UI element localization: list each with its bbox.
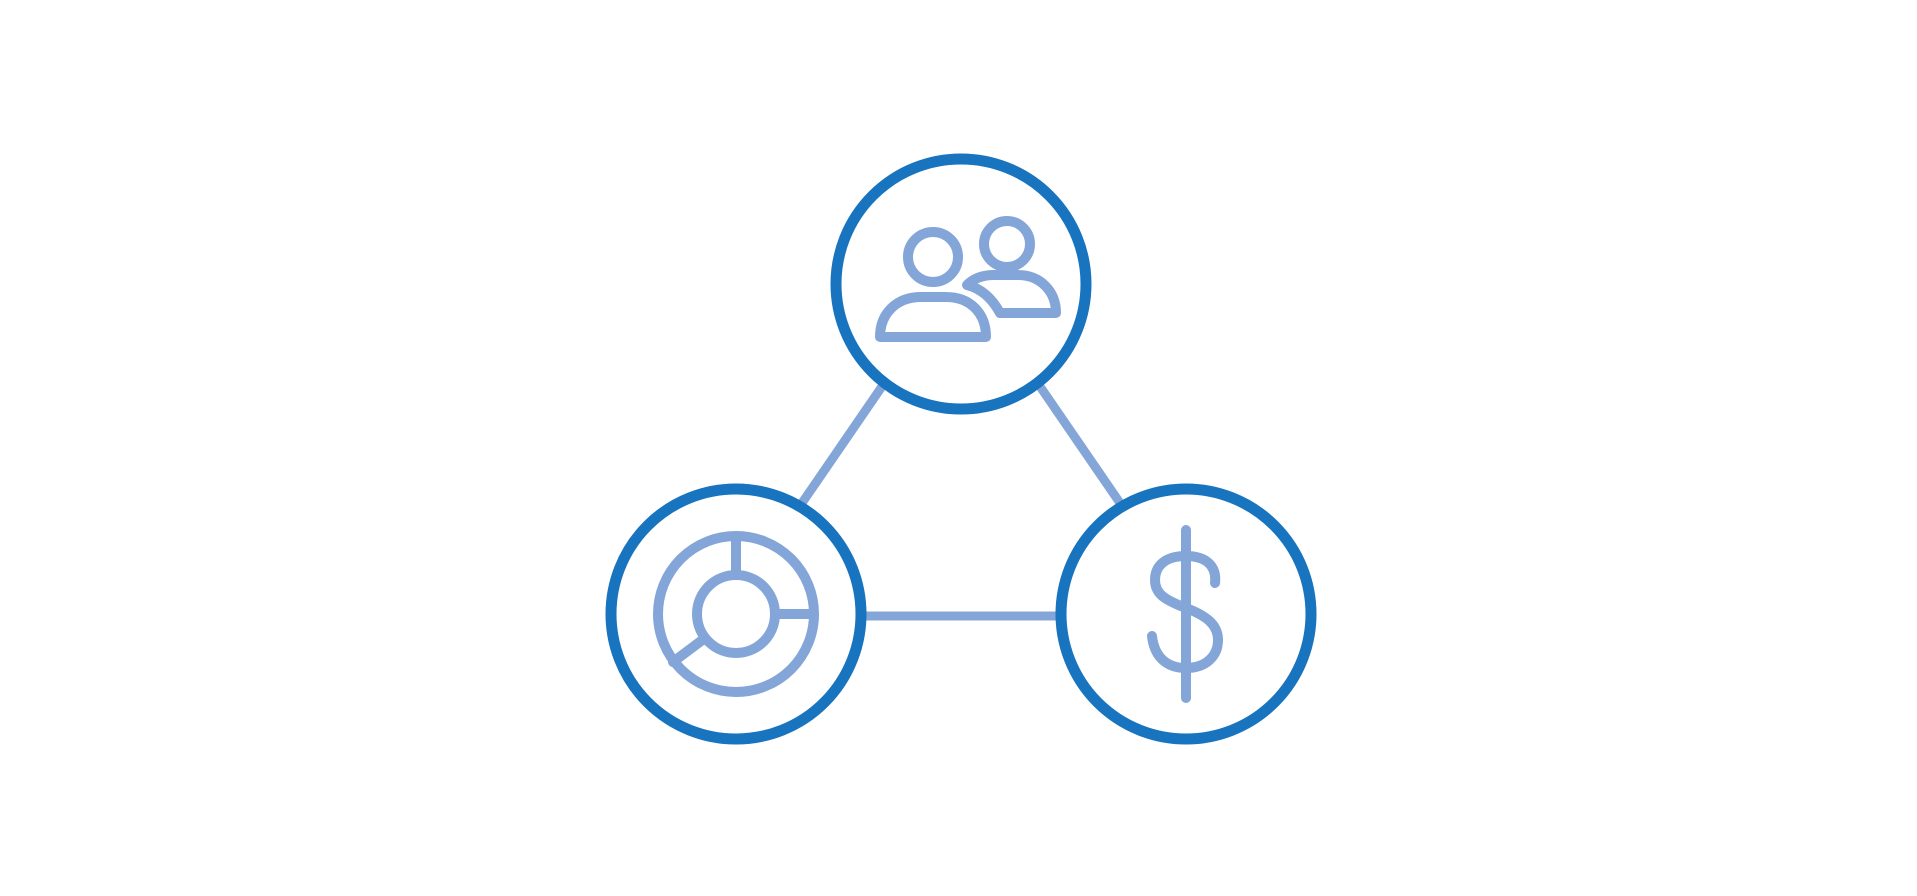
connector-top-left (798, 382, 887, 506)
node-right (1055, 483, 1317, 745)
node-top (830, 153, 1092, 415)
dollar-sign-icon (1147, 525, 1223, 703)
users-icon (875, 216, 1061, 342)
node-left-ring (605, 483, 867, 745)
connectors (798, 382, 1124, 621)
node-left (605, 483, 867, 745)
connector-top-right (1035, 382, 1124, 506)
pie-chart-icon (653, 531, 819, 697)
